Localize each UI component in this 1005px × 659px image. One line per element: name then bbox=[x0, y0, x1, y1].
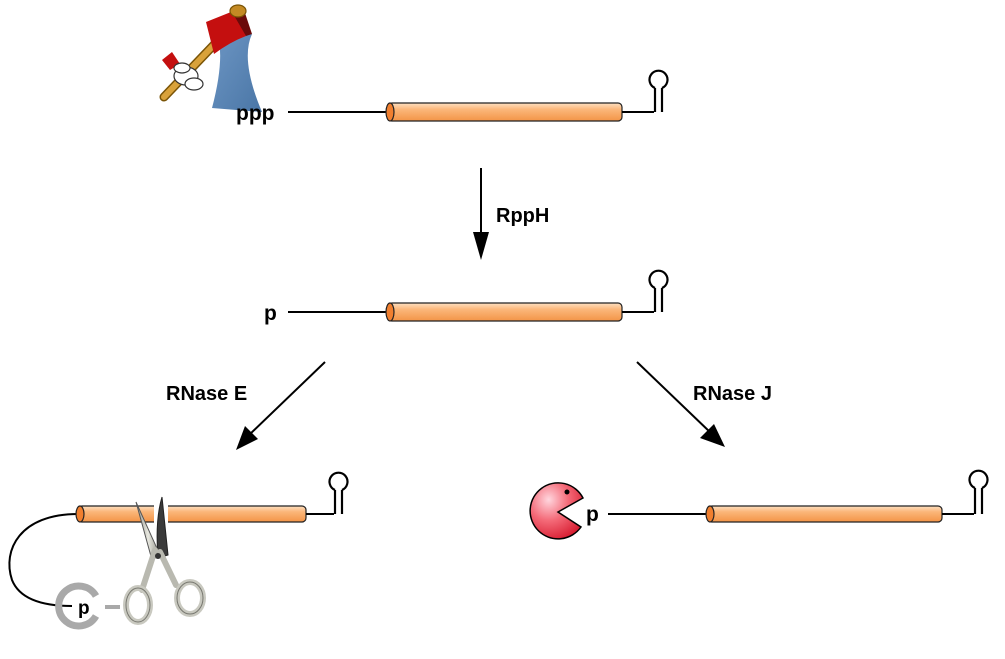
rpph-step: RppH bbox=[473, 168, 549, 260]
rpph-label: RppH bbox=[496, 205, 549, 227]
monophosphate-label: p bbox=[264, 302, 277, 325]
rna-strand bbox=[8, 513, 79, 607]
arrowhead-icon bbox=[236, 426, 258, 450]
rnase-j-product: p bbox=[529, 469, 989, 540]
rna-triphosphorylated: ppp bbox=[159, 4, 669, 125]
arrowhead-icon bbox=[473, 232, 489, 260]
hairpin-icon bbox=[328, 471, 349, 514]
rnase-e-label: RNase E bbox=[166, 383, 247, 405]
rnase-j-label: RNase J bbox=[693, 383, 772, 405]
rnase-e-arrow bbox=[247, 361, 326, 437]
axe-icon bbox=[159, 4, 262, 112]
rna-monophosphorylated: p bbox=[264, 269, 669, 325]
rnase-j-arrow bbox=[636, 361, 713, 435]
hairpin-icon bbox=[968, 469, 989, 514]
pacman-icon bbox=[529, 482, 585, 540]
rnase-e-step: RNase E bbox=[166, 361, 326, 450]
rnase-j-phosphate-label: p bbox=[586, 503, 599, 526]
triphosphate-label: ppp bbox=[236, 102, 274, 125]
rnase-j-step: RNase J bbox=[636, 361, 772, 447]
cylinder-icon bbox=[385, 102, 623, 122]
hairpin-icon bbox=[648, 269, 669, 312]
cylinder-icon bbox=[75, 500, 307, 528]
hairpin-icon bbox=[648, 69, 669, 112]
cleaved-phosphate-label: p bbox=[78, 598, 90, 619]
phosphate-ring-icon: p bbox=[55, 582, 120, 630]
rnase-e-product: p bbox=[8, 471, 349, 630]
arrowhead-icon bbox=[700, 424, 725, 447]
cylinder-icon bbox=[705, 505, 943, 523]
cylinder-icon bbox=[385, 302, 623, 322]
scissors-icon bbox=[123, 496, 206, 625]
